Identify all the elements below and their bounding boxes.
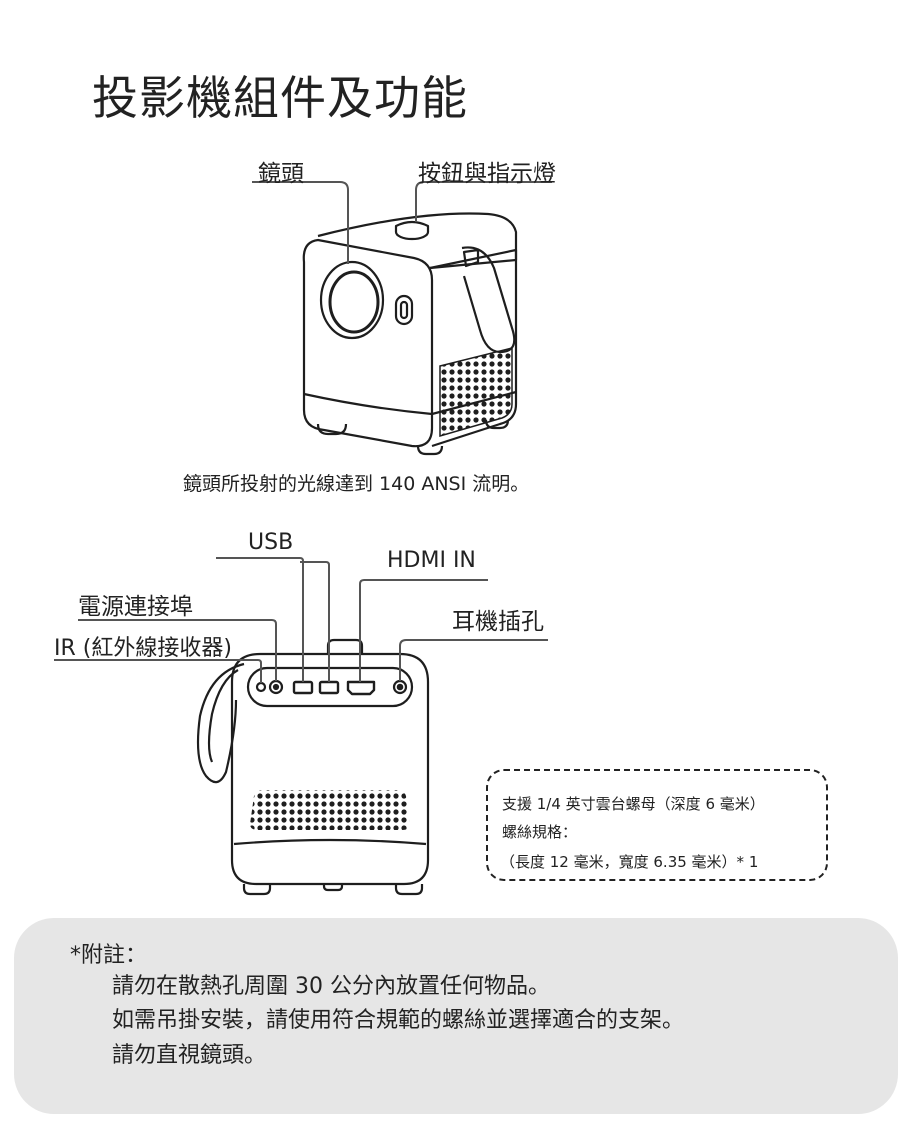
projector-diagram xyxy=(54,181,552,896)
hdmi-label: HDMI IN xyxy=(387,548,476,573)
usb-label: USB xyxy=(248,530,294,555)
notes-title: *附註： xyxy=(70,943,148,968)
speaker-grill-side xyxy=(439,347,513,437)
mount-info-line: 螺絲規格： xyxy=(502,823,578,841)
ir-receiver-label: IR (紅外線接收器) xyxy=(54,636,232,661)
mount-info-line: 支援 1/4 英寸雲台螺母（深度 6 毫米） xyxy=(502,795,765,813)
speaker-grill-rear xyxy=(250,790,410,830)
page-title: 投影機組件及功能 xyxy=(92,71,468,125)
note-item: 如需吊掛安裝，請使用符合規範的螺絲並選擇適合的支架。 xyxy=(112,1008,685,1033)
lens-label: 鏡頭 xyxy=(258,161,304,187)
headphone-jack-label: 耳機插孔 xyxy=(452,609,544,635)
button-indicator-label: 按鈕與指示燈 xyxy=(418,161,556,187)
mount-info-box: 支援 1/4 英寸雲台螺母（深度 6 毫米） 螺絲規格： （長度 12 毫米，寬… xyxy=(486,769,828,881)
note-item: 請勿直視鏡頭。 xyxy=(112,1043,267,1068)
projector-rear-illustration xyxy=(196,638,430,896)
top-leader-lines xyxy=(252,181,552,264)
lens-caption: 鏡頭所投射的光線達到 140 ANSI 流明。 xyxy=(183,473,530,495)
mount-info-line: （長度 12 毫米，寬度 6.35 毫米）* 1 xyxy=(500,853,759,871)
power-port-label: 電源連接埠 xyxy=(78,594,193,620)
note-item: 請勿在散熱孔周圍 30 公分內放置任何物品。 xyxy=(112,974,550,999)
notes-panel xyxy=(14,918,898,1114)
rear-leader-lines xyxy=(54,557,548,683)
